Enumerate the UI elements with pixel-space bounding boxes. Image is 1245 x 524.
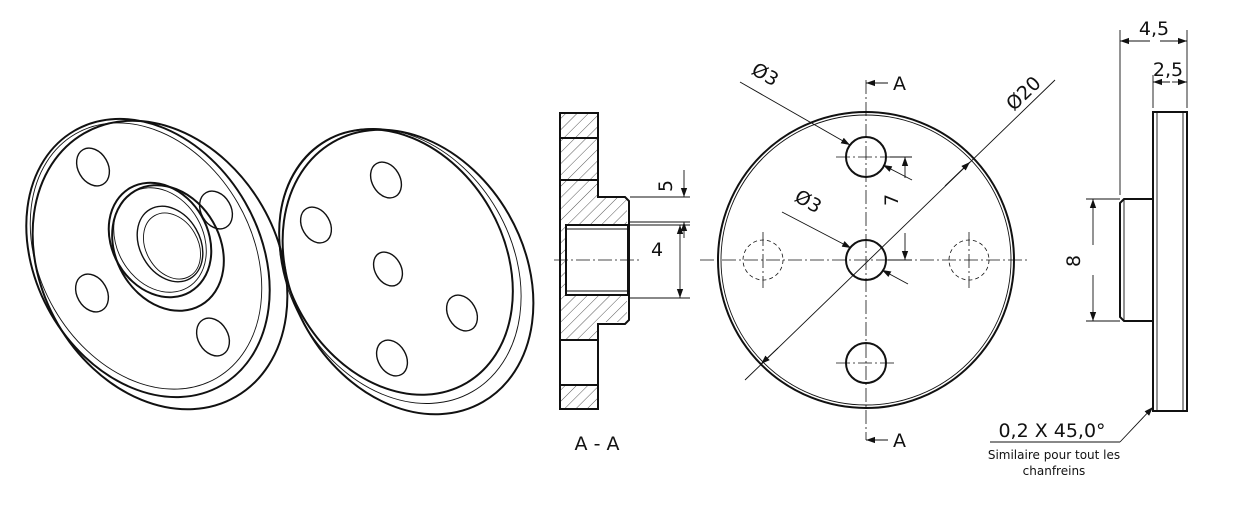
dim-hub-height-label: 5	[655, 180, 677, 192]
iso1-back-rim	[31, 119, 289, 411]
dim-total-thickness-label: 4,5	[1139, 18, 1169, 40]
dim-flange-thickness-label: 2,5	[1153, 59, 1183, 81]
iso1-bore	[136, 205, 204, 283]
section-marker-bottom: A	[893, 430, 906, 452]
section-caption: A - A	[575, 433, 620, 455]
section-hatching	[560, 113, 627, 409]
iso1-hole	[74, 273, 110, 313]
iso2-hole	[445, 294, 479, 332]
iso2-hole	[369, 161, 403, 199]
iso2-hole	[375, 339, 409, 377]
section-marker-top: A	[893, 73, 906, 95]
dim-bore-label: 4	[651, 239, 663, 261]
iso1-chamfer-edge	[29, 122, 263, 390]
iso1-hub-chamfer	[113, 187, 207, 293]
chamfer-note-line1: Similaire pour tout les	[988, 448, 1120, 462]
section-outline	[559, 112, 630, 410]
iso1-bore-inner	[143, 212, 201, 280]
side-flange	[1152, 111, 1188, 412]
chamfer-note: 0,2 X 45,0° Similaire pour tout les chan…	[988, 406, 1154, 478]
chamfer-value: 0,2 X 45,0°	[998, 420, 1105, 442]
iso2-hole	[372, 251, 404, 287]
iso1-hole	[75, 147, 111, 187]
iso1-hub-top	[107, 181, 213, 299]
section-bore	[565, 224, 629, 296]
iso2-hole	[299, 206, 333, 244]
dim-outer-diameter-label: Ø20	[1002, 72, 1045, 115]
iso1-front-face	[25, 117, 271, 399]
section-view: 5 4 A - A	[554, 112, 690, 455]
dim-hole-center-label: Ø3	[791, 186, 825, 219]
iso2-front-face	[278, 128, 514, 396]
dim-hole-offset-label: 7	[881, 194, 903, 206]
iso1-hub-base	[111, 184, 225, 312]
iso1-hole	[195, 317, 231, 357]
dim-hub-diameter-label: 8	[1063, 255, 1085, 267]
side-view: 4,5 2,5 8	[1063, 18, 1188, 412]
isometric-view-back	[278, 128, 535, 416]
front-view: A A Ø20 Ø3 Ø3 7	[700, 59, 1056, 452]
side-hub	[1119, 198, 1153, 322]
isometric-view-front	[25, 117, 289, 411]
chamfer-note-line2: chanfreins	[1023, 464, 1086, 478]
dim-hole-outer-label: Ø3	[748, 59, 782, 92]
